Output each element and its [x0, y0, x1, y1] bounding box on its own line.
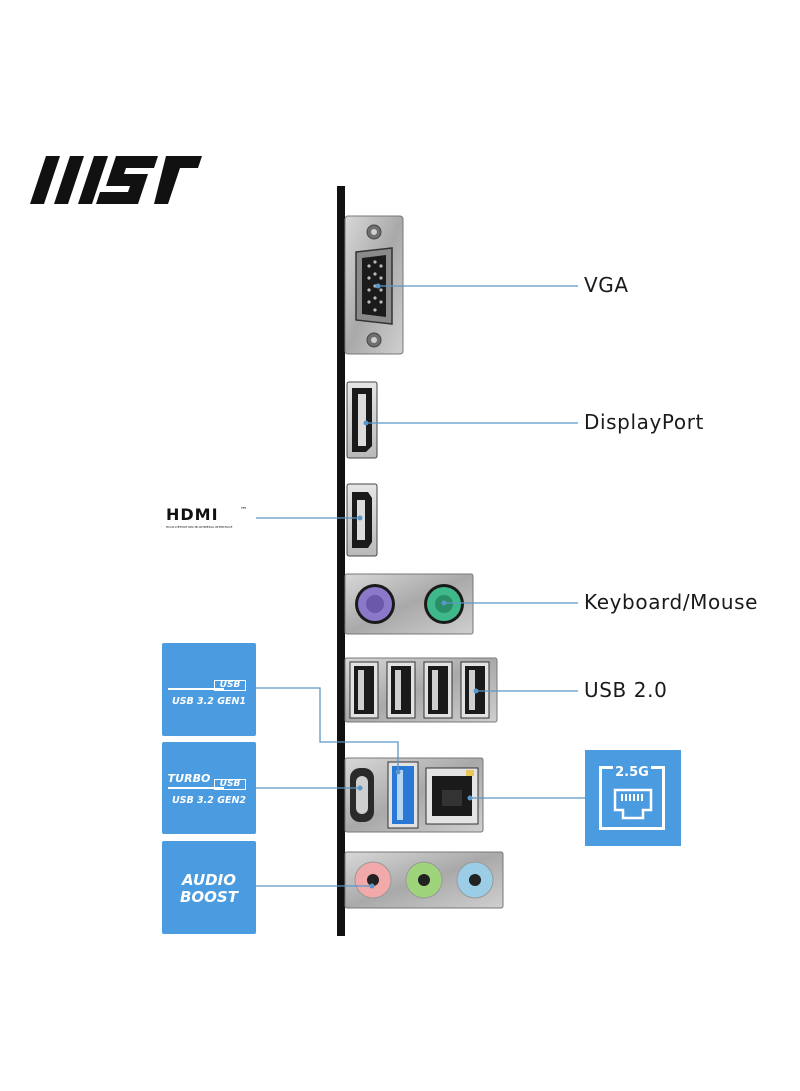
hdmi-tagline: HIGH-DEFINITION MULTIMEDIA INTERFACE	[166, 525, 233, 529]
usbc-usb3-lan-ports	[344, 757, 484, 833]
ps2-ports	[344, 573, 474, 635]
callout-lines	[256, 285, 585, 887]
hdmi-wordmark: HDMI	[166, 505, 219, 524]
badge-lan-2-5g: 2.5G	[585, 750, 681, 846]
badge-lan-speed: 2.5G	[615, 765, 649, 780]
badge-usb32-gen1: USB USB 3.2 GEN1	[162, 643, 256, 736]
badge-usb32-gen2: TURBO USB USB 3.2 GEN2	[162, 742, 256, 834]
ethernet-jack-icon	[613, 788, 653, 820]
badge-audio-boost: AUDIO BOOST	[162, 841, 256, 934]
msi-logo	[30, 156, 202, 204]
badge-turbo: TURBO	[167, 772, 211, 785]
displayport-port	[346, 381, 378, 459]
badge-audio-line1: AUDIO	[182, 871, 236, 889]
label-vga: VGA	[584, 273, 629, 297]
io-shield-bracket	[337, 186, 345, 936]
label-displayport: DisplayPort	[584, 410, 704, 434]
vga-port	[344, 215, 404, 355]
audio-jacks	[344, 851, 504, 909]
usb2-ports	[344, 657, 498, 723]
callout-dots	[357, 283, 479, 889]
badge-usb-spec: USB 3.2 GEN1	[171, 696, 247, 707]
badge-audio-line2: BOOST	[180, 888, 238, 906]
badge-usb-mark-2: USB	[219, 779, 241, 789]
badge-usb-spec-2: USB 3.2 GEN2	[171, 795, 247, 806]
hdmi-port	[346, 483, 378, 557]
label-usb20: USB 2.0	[584, 678, 668, 702]
hdmi-logo: HDMI ™ HIGH-DEFINITION MULTIMEDIA INTERF…	[166, 506, 256, 532]
hdmi-tm: ™	[240, 506, 247, 514]
badge-usb-mark: USB	[219, 680, 241, 690]
label-keyboard-mouse: Keyboard/Mouse	[584, 590, 759, 614]
